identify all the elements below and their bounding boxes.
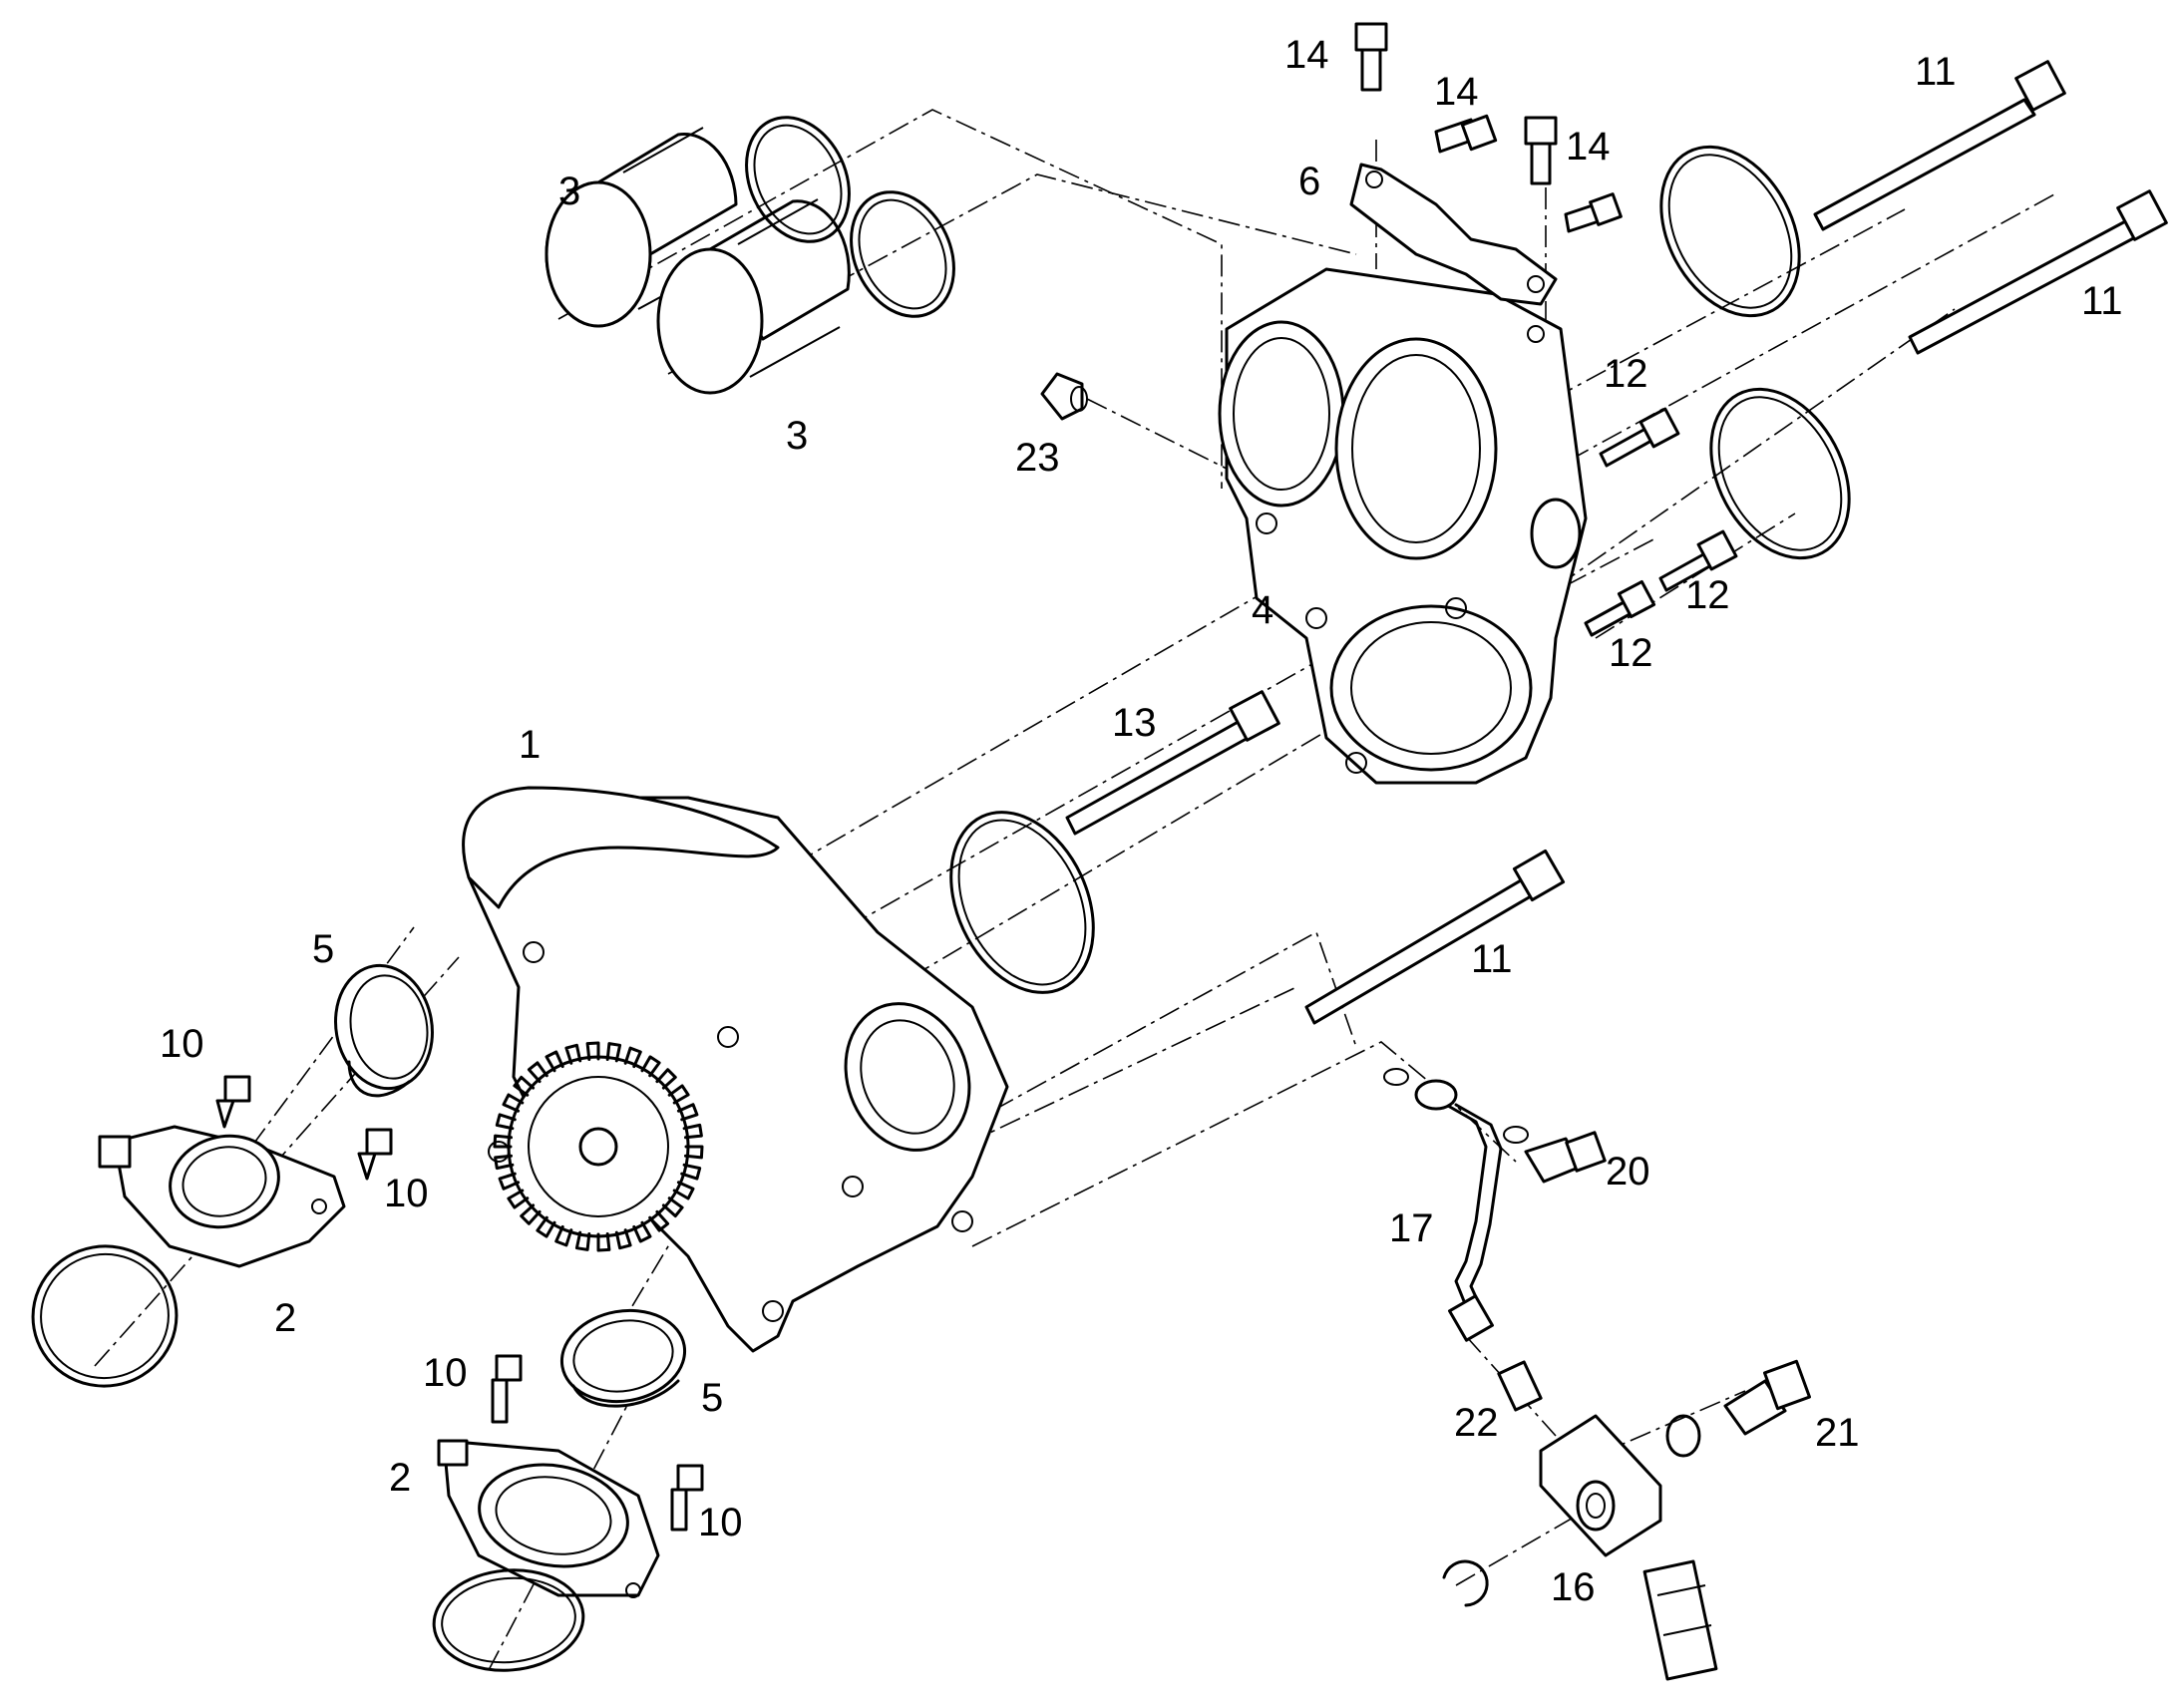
part-11-long-bolt-top (1813, 60, 2066, 231)
part-2-flange-lower (437, 1439, 660, 1598)
part-2-flange-upper (98, 1125, 346, 1268)
callout-2-lower: 2 (389, 1456, 411, 1500)
callout-4: 4 (1252, 588, 1273, 632)
part-23-plug (1040, 372, 1088, 421)
callout-1: 1 (519, 723, 541, 767)
part-14-bolt-vertical-b (1524, 116, 1558, 185)
callout-10-c: 10 (423, 1351, 468, 1395)
part-10-bolt-b (357, 1128, 393, 1181)
washer-21 (1665, 1414, 1701, 1458)
callout-3-upper: 3 (558, 170, 580, 213)
assembly-centerlines (94, 109, 2055, 1671)
callout-10-a: 10 (160, 1022, 204, 1066)
callout-10-b: 10 (384, 1172, 429, 1215)
part-1-main-housing (462, 786, 1009, 1353)
o-ring-lower-bottom (432, 1568, 585, 1672)
callout-11-lower: 11 (1471, 937, 1513, 981)
callout-14-b: 14 (1434, 70, 1479, 114)
o-ring-right-lower (1709, 387, 1851, 560)
part-6-bracket (1349, 163, 1558, 306)
callout-20: 20 (1606, 1150, 1650, 1194)
callout-17: 17 (1389, 1206, 1434, 1250)
callout-21: 21 (1815, 1411, 1860, 1455)
part-5-seal-lower (559, 1308, 687, 1408)
gear (493, 1041, 704, 1252)
o-ring-center (949, 811, 1095, 994)
snap-ring-bottom (1442, 1559, 1489, 1607)
callout-11-right: 11 (2081, 279, 2123, 323)
callout-6: 6 (1298, 160, 1320, 203)
callout-16: 16 (1551, 1565, 1596, 1609)
callout-14-c: 14 (1566, 125, 1611, 169)
callout-11-top: 11 (1915, 50, 1957, 94)
part-12-bolt-c (1584, 579, 1656, 637)
part-5-seal-upper (334, 963, 434, 1098)
part-17-pipe (1439, 1100, 1503, 1342)
part-14-bolt-vertical-a (1354, 22, 1388, 92)
part-14-bolt-short (1564, 192, 1623, 233)
o-ring-upper-left-a (745, 116, 851, 243)
part-13-bolt (1065, 690, 1280, 836)
callout-3-lower: 3 (786, 414, 808, 458)
callout-23: 23 (1015, 436, 1060, 480)
o-ring-right-upper (1659, 145, 1801, 318)
gear-teeth (493, 1041, 704, 1252)
callout-12-b: 12 (1685, 573, 1730, 617)
part-22-fitting (1497, 1360, 1543, 1412)
callout-labels: 1 2 2 3 3 4 5 5 6 10 10 10 10 11 11 11 1… (160, 33, 2123, 1609)
callout-10-d: 10 (698, 1501, 743, 1544)
callout-2-upper: 2 (274, 1296, 296, 1340)
o-ring-lower-left (31, 1244, 179, 1388)
part-16-block (1539, 1414, 1718, 1681)
callout-13: 13 (1112, 701, 1157, 745)
part-4-housing (1218, 267, 1588, 785)
part-10-bolt-d (670, 1464, 704, 1532)
o-ring-upper-left-b (850, 190, 955, 318)
callout-5-lower: 5 (701, 1376, 723, 1420)
part-21-banjo-bolt (1723, 1359, 1811, 1436)
callout-12-a: 12 (1604, 352, 1648, 396)
callout-14-a: 14 (1284, 33, 1329, 77)
callout-5-upper: 5 (312, 927, 334, 971)
part-3-bushing-upper (545, 127, 738, 328)
part-12-bolt-b (1658, 529, 1738, 592)
part-10-bolt-a (215, 1075, 251, 1129)
callout-22: 22 (1454, 1401, 1499, 1445)
part-10-bolt-c (491, 1354, 523, 1424)
part-12-bolt-a (1599, 407, 1680, 468)
part-11-long-bolt-lower (1304, 849, 1566, 1025)
part-20-banjo-bolt (1383, 1068, 1607, 1184)
part-14-bolt-horizontal (1434, 114, 1498, 154)
callout-12-c: 12 (1609, 631, 1653, 675)
part-11-long-bolt-middle (1908, 189, 2168, 355)
